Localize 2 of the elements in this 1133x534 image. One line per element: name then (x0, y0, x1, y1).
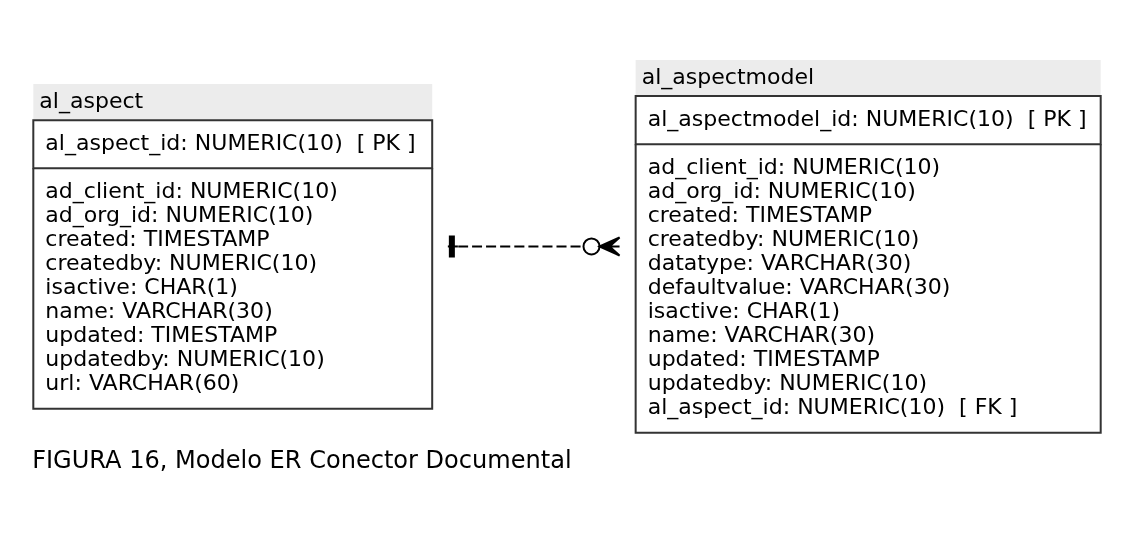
connector (446, 234, 621, 257)
caption: FIGURA 16, Modelo ER Conector Documental (32, 445, 572, 474)
